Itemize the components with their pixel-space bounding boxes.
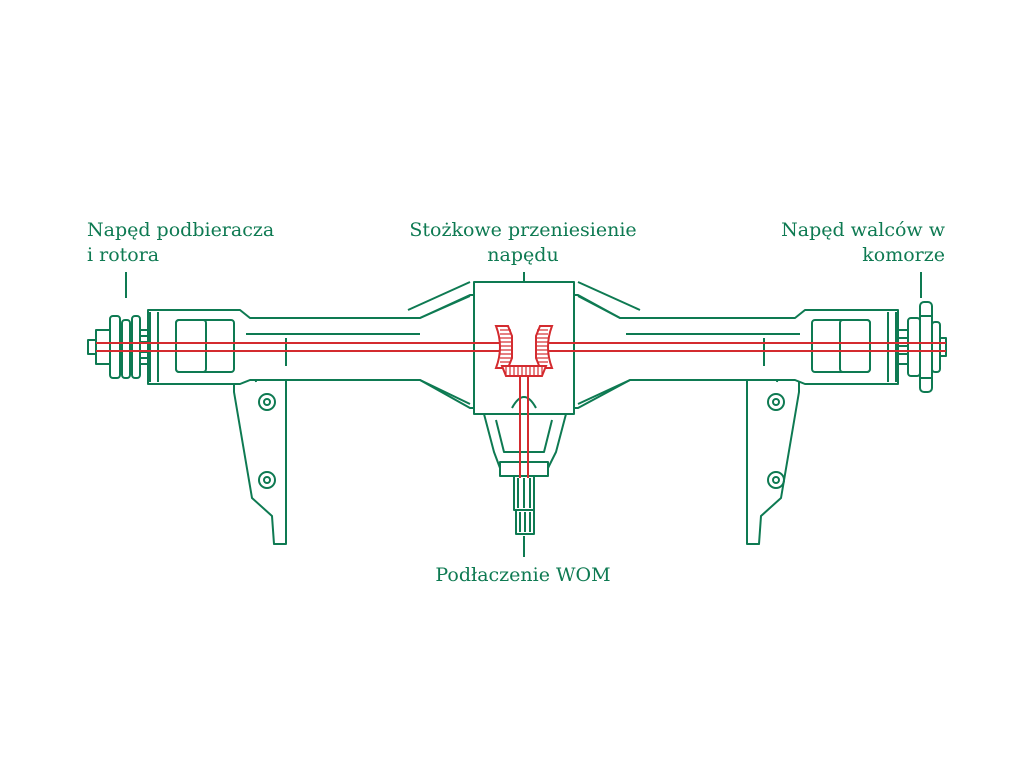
bevel-gear-casing (473, 281, 575, 535)
label-line: Stożkowe przeniesienie (409, 219, 637, 241)
bolt-hole (767, 393, 785, 411)
bolt-hole (767, 471, 785, 489)
label-line: Napęd podbieracza (87, 219, 275, 241)
label-line: komorze (862, 244, 945, 266)
label-line: Podłaczenie WOM (435, 564, 611, 586)
right-coupling (897, 301, 947, 393)
drive-path (96, 325, 946, 478)
label-chamber-rollers-drive: Napęd walców w komorze (781, 218, 945, 268)
label-pickup-rotor-drive: Napęd podbieracza i rotora (87, 218, 274, 268)
label-line: Napęd walców w (781, 219, 945, 241)
label-line: i rotora (87, 244, 160, 266)
bolt-hole (258, 471, 276, 489)
bevel-gear-pto (500, 365, 548, 377)
label-pto-connection: Podłaczenie WOM (435, 563, 610, 588)
left-coupling (87, 315, 149, 379)
bolt-hole (258, 393, 276, 411)
label-line: napędu (487, 244, 559, 266)
label-bevel-gear-drive: Stożkowe przeniesienie napędu (409, 218, 636, 268)
